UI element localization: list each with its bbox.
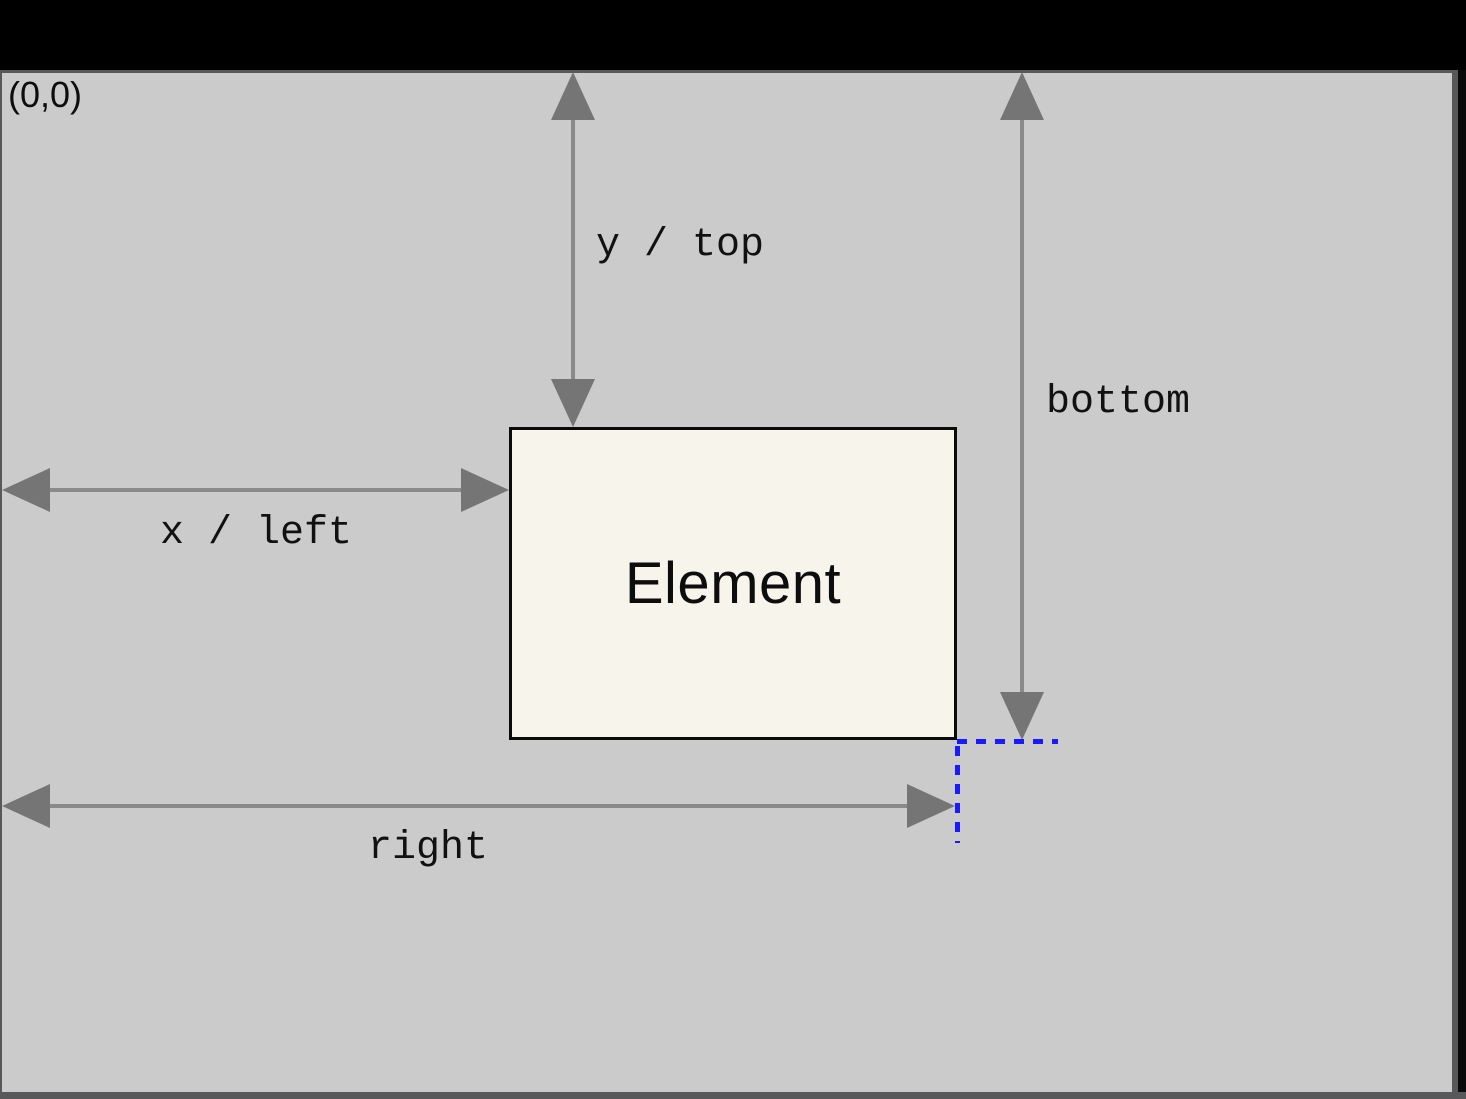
arrow-shaft [1020,120,1024,692]
arrow-head-right-icon [461,468,509,512]
element-box: Element [509,427,957,740]
bottom-label: bottom [1046,380,1191,425]
arrow-shaft [50,488,461,492]
arrow-head-right-icon [907,784,955,828]
arrow-head-down-icon [551,379,595,427]
arrow-head-up-icon [551,72,595,120]
arrow-head-left-icon [2,468,50,512]
x-left-measure-arrow [2,468,509,512]
bottom-measure-arrow [1000,72,1044,740]
right-measure-arrow [2,784,955,828]
y-top-measure-arrow [551,72,595,427]
arrow-shaft [571,120,575,379]
right-edge-guide-line [955,746,960,843]
arrow-head-down-icon [1000,692,1044,740]
right-label: right [368,826,489,871]
y-top-label: y / top [596,223,765,268]
x-left-label: x / left [160,511,353,556]
arrow-shaft [50,804,907,808]
arrow-head-left-icon [2,784,50,828]
origin-coordinates-label: (0,0) [8,74,83,115]
element-box-label: Element [624,551,842,616]
right-edge-black-strip [1458,70,1466,1092]
letterbox-top-bar [0,0,1466,70]
arrow-head-up-icon [1000,72,1044,120]
bottom-edge-guide-line [957,739,1058,744]
